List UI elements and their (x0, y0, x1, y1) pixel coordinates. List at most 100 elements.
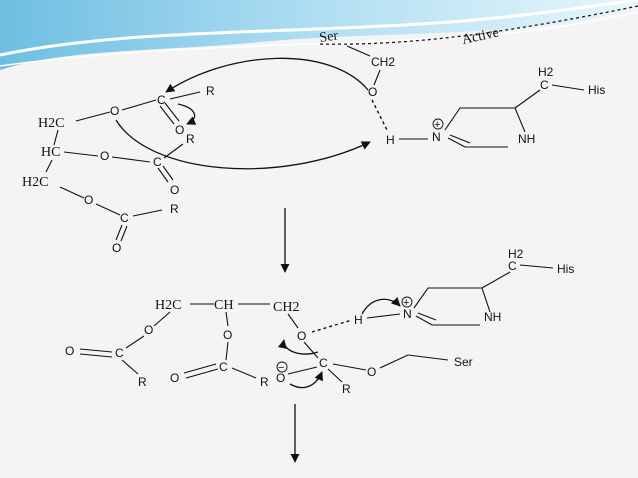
h2c-bot-label: H2C (22, 175, 48, 190)
mid-carbonyl-oxygen: O (170, 371, 179, 385)
bond (121, 99, 157, 111)
his-nh-label: NH (484, 310, 501, 324)
left-carbonyl-oxygen: O (65, 344, 74, 358)
bond (332, 363, 367, 371)
bond (185, 368, 219, 379)
bond (225, 341, 229, 361)
step1-reactants: Ser Active CH2 O H2C O C R O HC O C R O … (22, 25, 605, 255)
bond (120, 225, 128, 242)
positive-charge-circle (432, 118, 444, 130)
ester3-r: R (170, 202, 179, 216)
tetrahedral-r: R (342, 382, 351, 396)
oxyanion-collapse-arrow (289, 371, 323, 389)
bond (115, 224, 123, 241)
positive-charge: + (403, 297, 409, 309)
negative-charge: − (278, 362, 284, 374)
bond (95, 203, 121, 216)
hc-mid-label: HC (41, 145, 60, 160)
carbonyl-push-arrow (177, 103, 197, 125)
bond (407, 354, 449, 361)
ester1-carbon: C (157, 93, 166, 107)
his-h2-label: H2 (508, 247, 524, 261)
ch-label: CH (214, 298, 233, 313)
hydrogen-bond (371, 99, 389, 133)
bond (79, 353, 113, 358)
bond (53, 129, 59, 146)
step2-intermediate: H2C CH CH2 O C O R O C O R O C O − R O (65, 247, 574, 396)
ester1-carbonyl-oxygen: O (175, 123, 184, 137)
h2c-top-label: H2C (38, 116, 64, 131)
bond-cleavage-arrow (277, 339, 319, 355)
bond (153, 311, 171, 327)
bond (373, 69, 381, 86)
proton-transfer-arrow (115, 119, 371, 170)
his-c-label: C (540, 78, 549, 92)
his-h2-label: H2 (538, 65, 554, 79)
his-c-label: C (508, 259, 517, 273)
bond (157, 167, 169, 183)
ester3-carbon: C (120, 211, 129, 225)
bond (346, 45, 371, 57)
bond (45, 159, 53, 173)
bond (164, 102, 180, 122)
ester2-oxygen: O (100, 149, 109, 163)
ester2-carbon: C (153, 155, 162, 169)
imidazole-ring (444, 107, 526, 148)
bond (59, 186, 85, 199)
right-ester-oxygen: O (297, 329, 306, 343)
his-h-label: H (354, 313, 363, 327)
his-n-label: N (403, 307, 412, 321)
left-r: R (138, 375, 147, 389)
h2c-label: H2C (155, 298, 181, 313)
proton-return-arrow (361, 296, 401, 315)
ester3-carbonyl-oxygen: O (112, 241, 121, 255)
bond (519, 264, 554, 269)
ch2-label: CH2 (273, 300, 299, 315)
his-label: His (588, 83, 605, 97)
hydrogen-bond (311, 319, 353, 333)
bond (481, 271, 511, 289)
bond (125, 335, 145, 349)
ester3-oxygen: O (84, 193, 93, 207)
ser-label-step2: Ser (454, 355, 473, 369)
oxyanion-oxygen: O (276, 371, 285, 385)
left-ester-oxygen: O (144, 323, 153, 337)
bond (327, 368, 343, 383)
bond (287, 366, 318, 375)
imidazole-ring (413, 287, 491, 326)
his-nh-label: NH (518, 132, 535, 146)
mid-ester-carbon: C (219, 360, 228, 374)
header-banner (0, 0, 638, 70)
ester2-r: R (186, 132, 195, 146)
positive-charge-circle (401, 296, 413, 308)
left-ester-carbon: C (115, 346, 124, 360)
mid-r: R (260, 375, 269, 389)
ester1-r: R (206, 84, 215, 98)
bond (75, 111, 111, 122)
nucleophilic-attack-arrow (165, 57, 369, 93)
bond (79, 348, 113, 353)
bond (514, 89, 541, 109)
bond (163, 143, 184, 159)
ser-label: Ser (318, 28, 339, 45)
his-label: His (557, 262, 574, 276)
tetrahedral-carbon: C (319, 356, 328, 370)
mid-ester-oxygen: O (223, 328, 232, 342)
ester2-carbonyl-oxygen: O (170, 183, 179, 197)
ser-oxygen: O (367, 365, 376, 379)
bond (366, 313, 401, 319)
bond (111, 156, 151, 163)
bond (231, 367, 257, 379)
ser-oxygen-label: O (368, 85, 377, 99)
bond (225, 311, 229, 327)
bond (551, 84, 585, 91)
his-n-label: N (432, 130, 441, 144)
ser-ch2-label: CH2 (371, 55, 395, 69)
bond (303, 341, 319, 359)
positive-charge: + (434, 119, 440, 131)
ester1-oxygen: O (110, 104, 119, 118)
bond (162, 165, 174, 181)
bond (132, 209, 163, 217)
bond (63, 151, 99, 157)
